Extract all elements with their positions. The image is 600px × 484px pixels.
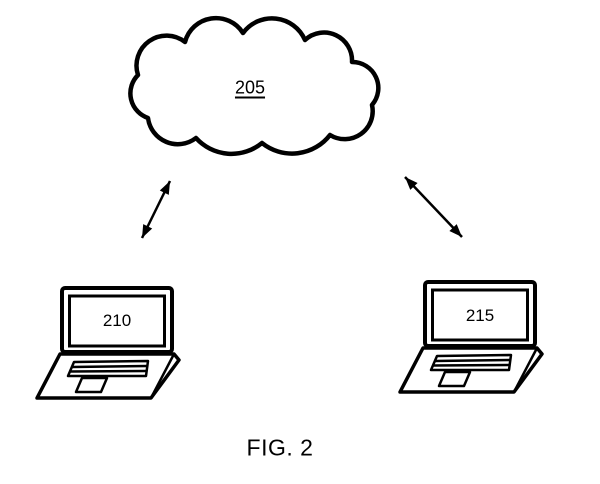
arrow-right-head-top: [405, 177, 418, 190]
cloud-shape: [128, 15, 381, 157]
figure-caption: FIG. 2: [246, 434, 314, 461]
laptop-left-base-edge: [149, 353, 176, 399]
laptop-right-trackpad: [437, 370, 472, 388]
laptop-left-trackpad: [74, 376, 109, 394]
arrow-cloud-to-laptop-right: [404, 176, 463, 238]
laptop-right-keyboard-line-1: [434, 358, 511, 363]
laptop-right-base-edge: [512, 347, 539, 393]
arrow-left-head-bottom: [142, 224, 153, 238]
arrow-right-head-bottom: [449, 224, 462, 237]
laptop-left-ref-label: 210: [102, 311, 132, 330]
cloud-ref-label: 205: [234, 77, 266, 98]
laptop-left-screen: [68, 294, 166, 348]
laptop-left: [35, 286, 181, 400]
laptop-right-keyboard: [429, 353, 513, 372]
arrow-right-shaft: [404, 176, 463, 238]
laptop-right-screen: [431, 288, 529, 342]
laptop-right: [398, 280, 544, 394]
arrow-cloud-to-laptop-left: [140, 180, 172, 239]
laptop-right-keyboard-line-2: [432, 363, 510, 367]
laptop-left-keyboard-line-1: [71, 364, 148, 369]
laptop-left-keyboard: [66, 359, 150, 378]
laptop-left-keyboard-line-2: [69, 369, 147, 373]
arrow-left-head-top: [159, 181, 170, 195]
laptop-right-ref-label: 215: [465, 306, 495, 325]
